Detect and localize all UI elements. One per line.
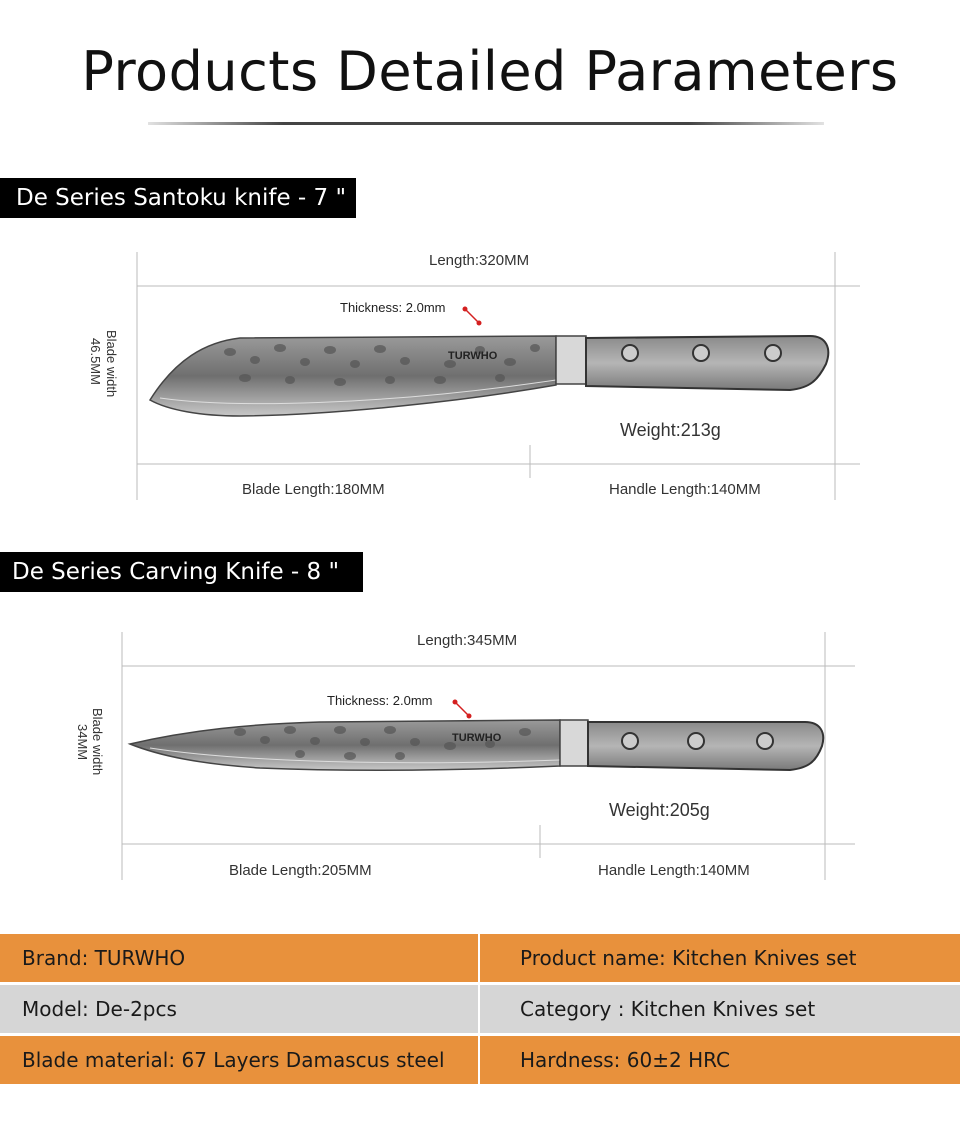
handle-rivet-icon [687, 732, 705, 750]
santoku-knife-illustration [136, 252, 860, 500]
handle-rivet-icon [756, 732, 774, 750]
spec-category: Category : Kitchen Knives set [480, 985, 960, 1033]
blade-width-text: Blade width [90, 708, 105, 776]
carving-bolster [559, 719, 589, 767]
santoku-thickness-label: Thickness: 2.0mm [340, 300, 446, 315]
spec-row-model: Model: De-2pcs Category : Kitchen Knives… [0, 985, 960, 1033]
santoku-blade-logo: TURWHO [448, 350, 498, 362]
spec-hardness: Hardness: 60±2 HRC [480, 1036, 960, 1084]
title-divider [148, 122, 824, 125]
santoku-blade [148, 335, 557, 417]
spec-brand: Brand: TURWHO [0, 934, 478, 982]
santoku-length-label: Length:320MM [429, 252, 530, 269]
handle-rivet-icon [621, 344, 639, 362]
blade-width-text: Blade width [104, 330, 119, 398]
carving-blade-width-label: Blade width [90, 708, 105, 776]
carving-length-label: Length:345MM [417, 632, 518, 649]
thickness-marker-icon [452, 699, 458, 705]
santoku-handle [585, 334, 830, 392]
santoku-handle-length-label: Handle Length:140MM [609, 481, 761, 498]
carving-blade-width-value: 34MM [75, 724, 90, 761]
carving-knife-illustration [121, 632, 855, 880]
spec-row-material: Blade material: 67 Layers Damascus steel… [0, 1036, 960, 1084]
page-title: Products Detailed Parameters [81, 40, 899, 103]
carving-blade-logo: TURWHO [452, 732, 502, 744]
santoku-section-banner: De Series Santoku knife - 7 " [0, 178, 356, 218]
carving-handle-length-label: Handle Length:140MM [598, 862, 750, 879]
thickness-marker-icon [462, 306, 468, 312]
santoku-bolster [555, 335, 587, 385]
carving-diagram: Length:345MM Thickness: 2.0mm TURWHO Bla… [0, 620, 960, 890]
spec-product-name: Product name: Kitchen Knives set [480, 934, 960, 982]
carving-section-banner: De Series Carving Knife - 8 " [0, 552, 363, 592]
handle-rivet-icon [692, 344, 710, 362]
santoku-blade-width-value: 46.5MM [88, 338, 103, 385]
carving-blade-length-label: Blade Length:205MM [229, 862, 372, 879]
santoku-weight-label: Weight:213g [620, 420, 721, 440]
handle-rivet-icon [764, 344, 782, 362]
santoku-diagram: Length:320MM Thickness: 2.0mm TURWHO Bla… [0, 240, 960, 510]
handle-rivet-icon [621, 732, 639, 750]
carving-weight-label: Weight:205g [609, 800, 710, 820]
spec-row-brand: Brand: TURWHO Product name: Kitchen Kniv… [0, 934, 960, 982]
santoku-blade-width-label: Blade width [104, 330, 119, 398]
santoku-blade-length-label: Blade Length:180MM [242, 481, 385, 498]
spec-blade-material: Blade material: 67 Layers Damascus steel [0, 1036, 478, 1084]
carving-thickness-label: Thickness: 2.0mm [327, 693, 433, 708]
carving-blade [127, 719, 561, 771]
spec-model: Model: De-2pcs [0, 985, 478, 1033]
